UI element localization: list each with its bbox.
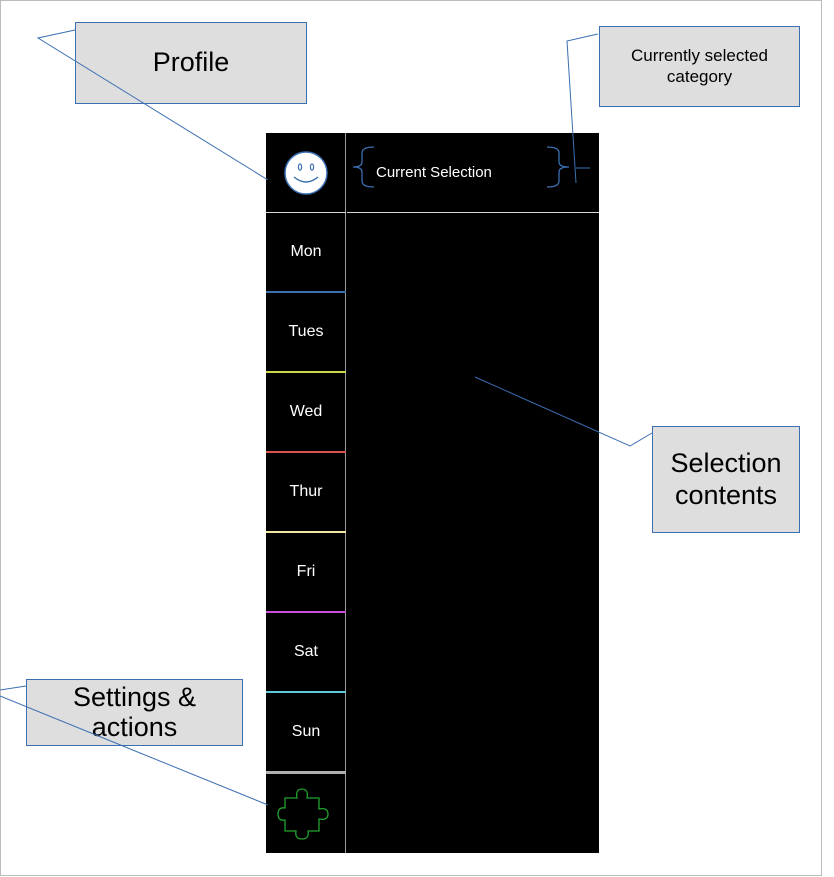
callout-category-text: Currently selected category [630,46,768,86]
day-tab-label: Tues [288,323,324,340]
day-tab-thur[interactable]: Thur [266,453,346,533]
right-brace-icon [546,146,570,188]
day-tab-label: Sat [293,643,318,660]
callout-selection-contents: Selection contents [652,426,800,533]
day-tab-fri[interactable]: Fri [266,533,346,613]
day-tab-sat[interactable]: Sat [266,613,346,693]
day-tab-label: Fri [296,563,316,580]
smiley-face-icon [284,150,328,195]
callout-contents-text: Selection contents [670,448,782,510]
selection-contents-area[interactable] [347,213,599,853]
callout-profile-text: Profile [152,47,230,78]
callout-settings-actions: Settings & actions [26,679,243,746]
puzzle-piece-icon [277,787,329,840]
day-tab-label: Wed [289,403,323,420]
day-tab-tues[interactable]: Tues [266,293,346,373]
callout-current-category: Currently selected category [599,26,800,107]
settings-button[interactable] [266,773,346,853]
left-brace-icon [352,146,375,188]
day-tab-label: Thur [289,483,323,500]
profile-button[interactable] [266,133,346,213]
day-tab-label: Sun [291,723,321,740]
current-selection-title: Current Selection [376,164,492,181]
current-selection-header: Current Selection [347,133,599,213]
day-tab-wed[interactable]: Wed [266,373,346,453]
day-tab-mon[interactable]: Mon [266,213,346,293]
day-tab-label: Mon [290,243,322,260]
callout-settings-text: Settings & actions [72,681,197,742]
callout-profile: Profile [75,22,307,104]
day-tab-sun[interactable]: Sun [266,693,346,773]
